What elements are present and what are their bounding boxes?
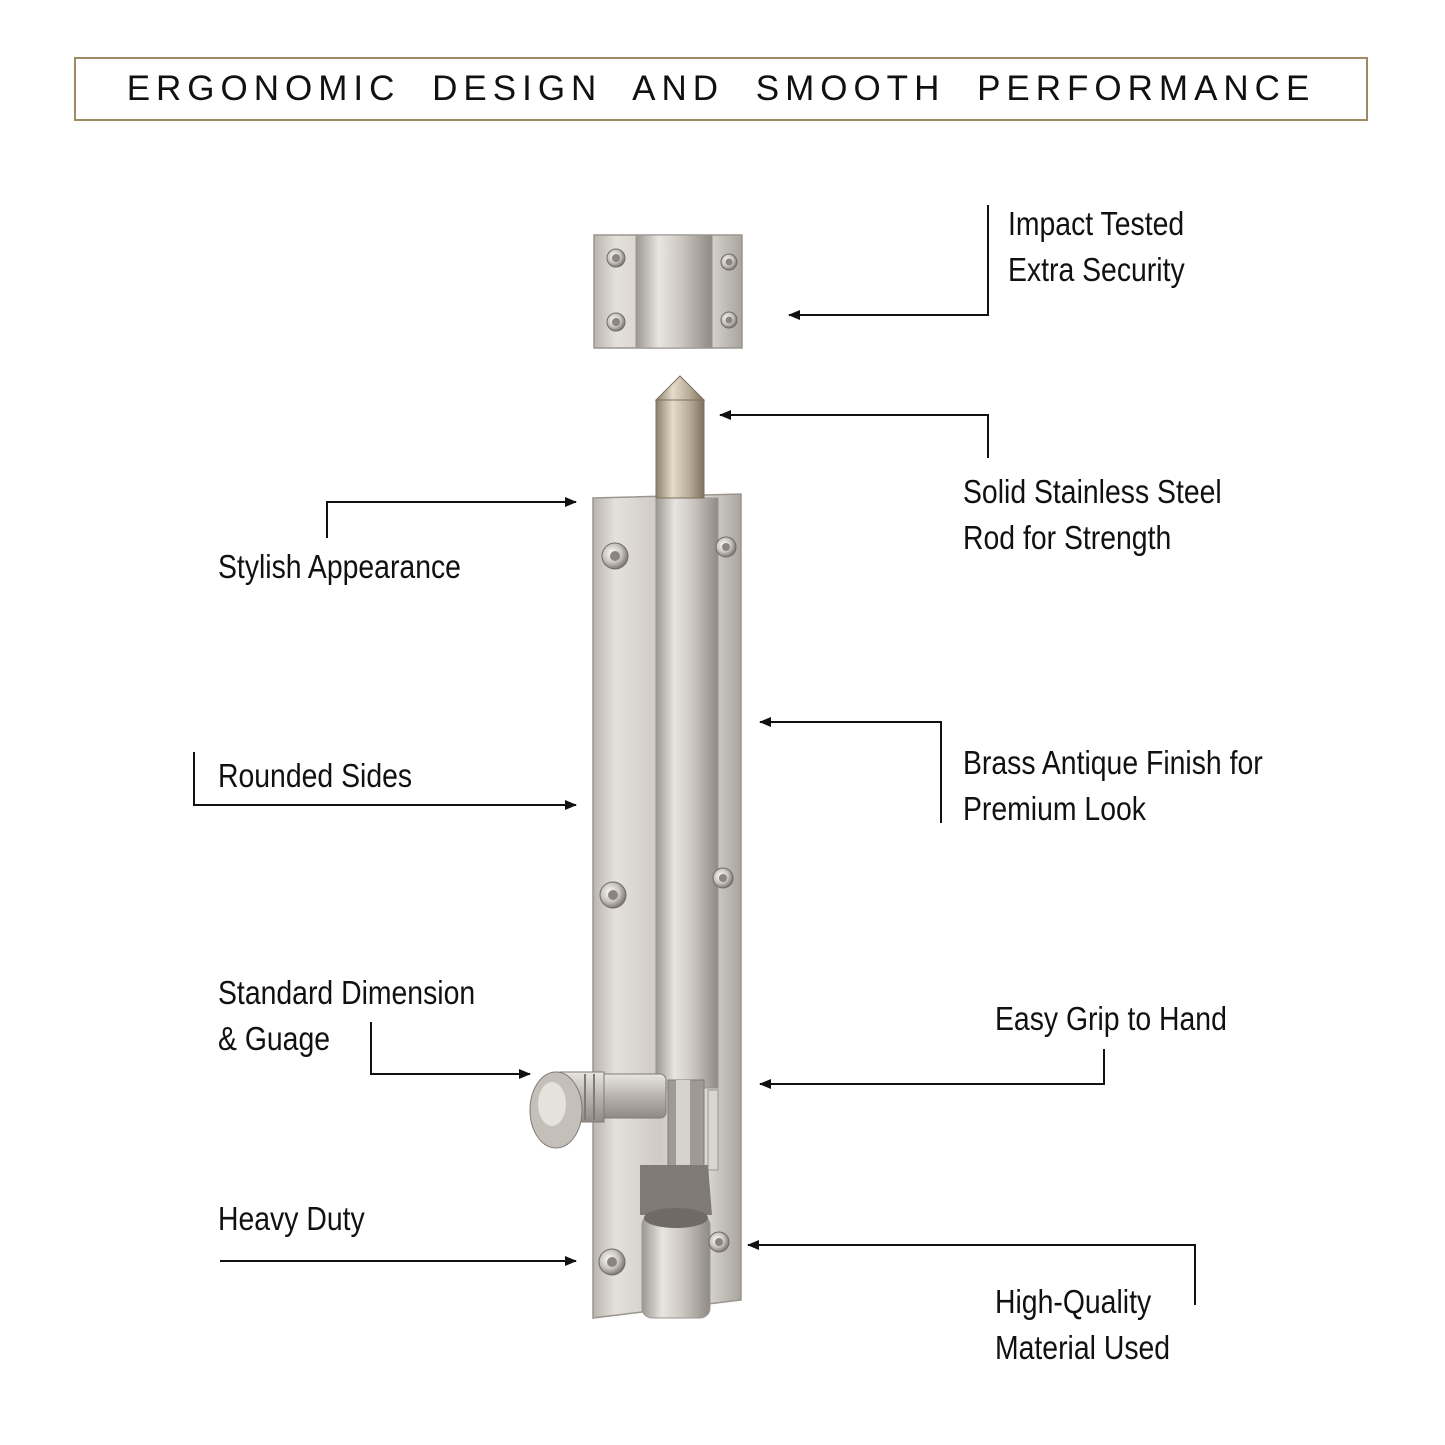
callout-heavy-duty: Heavy Duty (218, 1200, 365, 1237)
keeper-plate (593, 234, 743, 349)
knob-handle (529, 1071, 667, 1149)
impact-tested-line (788, 205, 989, 320)
steel-rod (654, 375, 706, 499)
title-frame: ERGONOMIC DESIGN AND SMOOTH PERFORMANCE (74, 57, 1368, 121)
stylish-line (326, 497, 577, 538)
callout-impact-tested: Impact Tested Extra Security (1008, 205, 1185, 288)
callout-brass-finish: Brass Antique Finish for Premium Look (963, 744, 1263, 827)
standard-dimension-line (370, 1022, 531, 1079)
callout-stylish-appearance: Stylish Appearance (218, 548, 461, 585)
easy-grip-line (759, 1049, 1105, 1089)
callout-rounded-sides: Rounded Sides (218, 757, 413, 794)
high-quality-line (747, 1240, 1196, 1305)
callout-lines (193, 205, 1196, 1305)
callout-high-quality: High-Quality Material Used (995, 1283, 1171, 1366)
body-screws (598, 536, 737, 1276)
callout-standard-dimension: Standard Dimension & Guage (218, 974, 476, 1057)
brass-finish-line (759, 717, 942, 823)
rounded-line (193, 752, 577, 810)
callout-easy-grip: Easy Grip to Hand (995, 1000, 1227, 1037)
solid-rod-line (719, 410, 989, 458)
page-title: ERGONOMIC DESIGN AND SMOOTH PERFORMANCE (126, 69, 1316, 108)
callout-solid-rod: Solid Stainless Steel Rod for Strength (963, 473, 1222, 556)
